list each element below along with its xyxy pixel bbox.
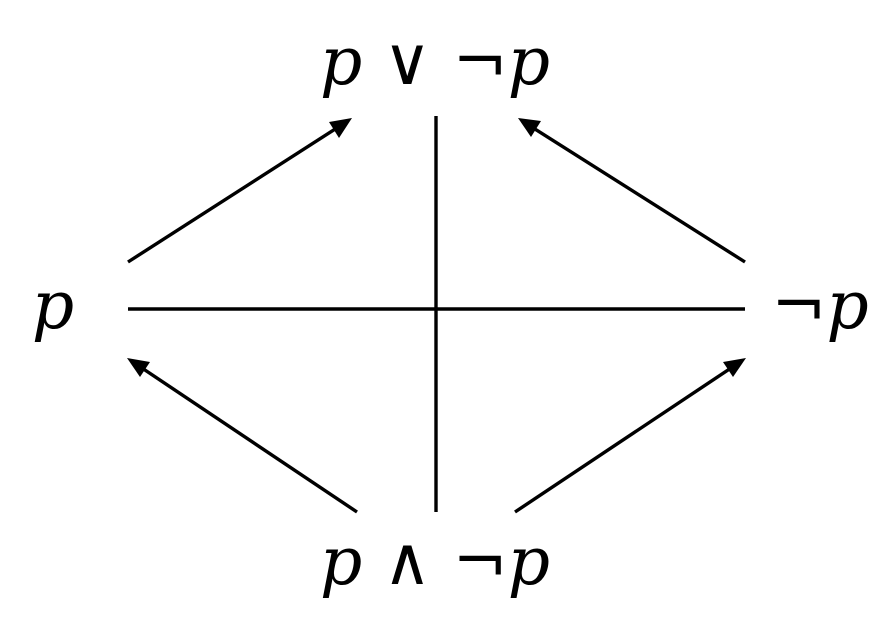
arrowhead-right-to-top: [518, 118, 541, 137]
edges: [127, 116, 746, 514]
node-left-label: p: [32, 267, 74, 344]
node-bottom-label: p ∧ ¬p: [320, 523, 550, 600]
edge-right-to-top: [526, 122, 746, 264]
arrowhead-bottom-to-left: [127, 358, 150, 377]
edge-left-to-top: [127, 122, 344, 264]
edge-bottom-to-right: [514, 362, 738, 514]
edge-bottom-to-left: [135, 362, 358, 514]
arrowhead-left-to-top: [329, 118, 352, 138]
arrowhead-bottom-to-right: [723, 358, 746, 377]
node-right-label: ¬p: [771, 267, 869, 344]
node-top-label: p ∨ ¬p: [320, 23, 550, 100]
